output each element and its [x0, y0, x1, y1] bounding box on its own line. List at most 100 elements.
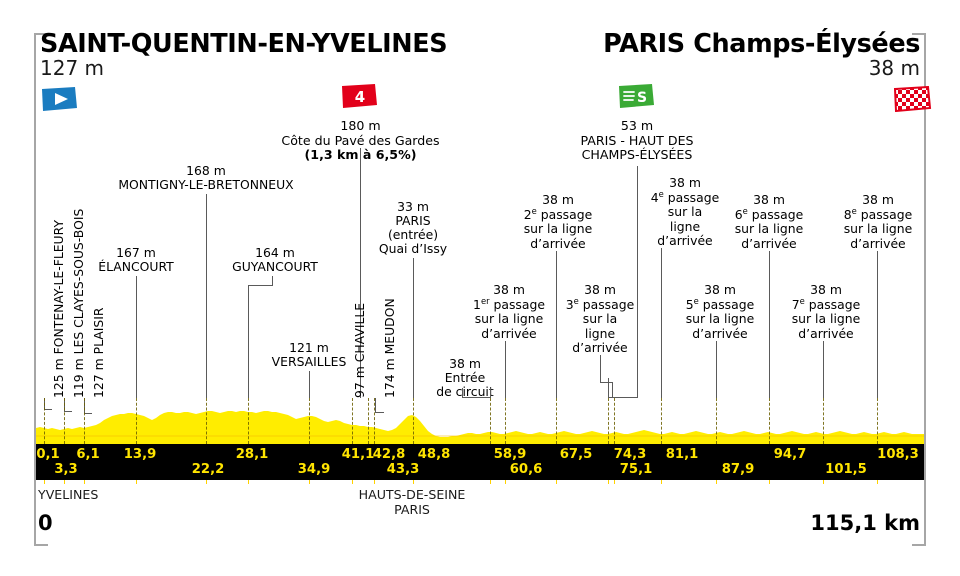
leader-elancourt: [136, 276, 137, 398]
label-les-clayes-sous-bois: 119 m LES CLAYES-SOUS-BOIS: [71, 208, 86, 398]
department-hauts-de-seine: HAUTS-DE-SEINE PARIS: [348, 487, 476, 517]
bottom-tick: [608, 480, 610, 484]
leader-versailles: [309, 371, 310, 398]
vdash-22-2: [206, 398, 207, 444]
leader-circuit-h: [462, 397, 490, 398]
km-marker: 6,1: [76, 447, 100, 462]
bottom-tick: [556, 480, 558, 484]
leader-passage-3-v: [600, 355, 601, 383]
label-passage-5: 38 m 5e passage sur la ligne d’arrivée: [672, 282, 768, 341]
vdash-34-9: [309, 398, 310, 444]
passage-4-altitude: 38 m: [669, 175, 701, 190]
km-marker: 75,1: [619, 462, 653, 477]
paris-entree-name: PARIS: [395, 213, 431, 229]
leader-clayes-h: [64, 411, 72, 412]
leader-passage-5: [716, 341, 717, 398]
km-marker: 67,5: [559, 447, 593, 462]
climb-altitude: 180 m: [340, 118, 381, 133]
passage-3-l5: d’arrivée: [572, 339, 628, 355]
leader-sprint-foot: [608, 397, 638, 398]
km-marker: 3,3: [54, 462, 78, 477]
bottom-tick: [769, 480, 771, 484]
entree-circuit-l3: de circuit: [436, 384, 494, 400]
label-passage-4: 38 m 4e passage sur la ligne d’arrivée: [644, 175, 726, 248]
sprint-name-line1: PARIS - HAUT DES: [580, 132, 694, 148]
bottom-tick-row: [36, 480, 924, 484]
leader-passage-2: [556, 251, 557, 398]
sprint-name-line2: CHAMPS-ÉLYSÉES: [581, 147, 693, 163]
vdash-87-9: [716, 398, 717, 444]
km-marker: 13,9: [123, 447, 157, 462]
passage-1-altitude: 38 m: [493, 282, 525, 297]
bottom-tick: [64, 480, 66, 484]
versailles-name: VERSAILLES: [271, 354, 347, 370]
montigny-name: MONTIGNY-LE-BRETONNEUX: [118, 177, 294, 193]
passage-8-l4: d’arrivée: [850, 235, 906, 251]
passage-8-altitude: 38 m: [862, 192, 894, 207]
paris-entree-altitude: 33 m: [397, 199, 429, 214]
total-distance-value: 115,1 km: [810, 511, 920, 535]
paris-entree-quai: Quai d’Issy: [378, 241, 448, 257]
bottom-tick: [823, 480, 825, 484]
bottom-tick: [248, 480, 250, 484]
km-marker: 74,3: [613, 447, 647, 462]
passage-1-ordinal: 1er passage: [473, 296, 545, 313]
bottom-tick: [661, 480, 663, 484]
dept-line1: HAUTS-DE-SEINE: [358, 487, 466, 502]
bottom-tick: [352, 480, 354, 484]
passage-5-ordinal: 5e passage: [685, 296, 755, 313]
dept-line2: PARIS: [394, 502, 430, 518]
passage-7-l4: d’arrivée: [798, 325, 854, 341]
km-marker: 58,9: [493, 447, 527, 462]
passage-2-l3: sur la ligne: [523, 221, 593, 237]
leader-guyancourt-v2: [248, 285, 249, 398]
km-marker: 48,8: [417, 447, 451, 462]
km-marker: 34,9: [297, 462, 331, 477]
guyancourt-name: GUYANCOURT: [232, 259, 318, 275]
km-marker: 94,7: [773, 447, 807, 462]
vdash-48-8: [413, 398, 414, 444]
bottom-tick: [614, 480, 616, 484]
passage-8-ordinal: 8e passage: [843, 206, 913, 223]
label-paris-entree: 33 m PARIS (entrée) Quai d’Issy: [372, 199, 454, 257]
label-passage-7: 38 m 7e passage sur la ligne d’arrivée: [778, 282, 874, 341]
vdash-108-3: [877, 398, 878, 444]
leader-passage-6: [769, 251, 770, 398]
leader-plaisir-h: [84, 413, 92, 414]
passage-3-ordinal: 3e passage: [565, 296, 635, 313]
passage-2-altitude: 38 m: [542, 192, 574, 207]
leader-passage-8: [877, 251, 878, 398]
label-montigny-le-bretonneux: 168 m MONTIGNY-LE-BRETONNEUX: [100, 163, 312, 193]
elevation-profile: [36, 398, 924, 444]
versailles-altitude: 121 m: [289, 340, 329, 355]
leader-sprint-drop: [608, 378, 609, 398]
finish-city-name: PARIS Champs-Élysées: [603, 29, 920, 59]
passage-5-l3: sur la ligne: [685, 311, 755, 327]
bottom-tick: [309, 480, 311, 484]
elevation-area: [36, 411, 924, 444]
vdash-94-7: [769, 398, 770, 444]
passage-4-l4: ligne: [669, 218, 701, 234]
passage-6-ordinal: 6e passage: [734, 206, 804, 223]
label-plaisir: 127 m PLAISIR: [91, 307, 106, 398]
poi-caption-sprint: 53 m PARIS - HAUT DES CHAMPS-ÉLYSÉES: [562, 118, 712, 163]
vdash-43-3: [374, 398, 375, 444]
km-marker: 0,1: [36, 447, 60, 462]
passage-8-l3: sur la ligne: [843, 221, 913, 237]
leader-circuit-v2: [490, 388, 491, 398]
vdash-41-1: [352, 398, 353, 444]
vdash-58-9: [490, 398, 491, 444]
montigny-altitude: 168 m: [186, 163, 226, 178]
passage-1-l4: d’arrivée: [481, 325, 537, 341]
leader-passage-1: [505, 341, 506, 398]
leader-passage-7: [823, 341, 824, 398]
finish-city-altitude: 38 m: [868, 55, 920, 80]
vdash-0-1: [44, 398, 45, 444]
vdash-75-1: [614, 398, 615, 444]
bottom-tick: [490, 480, 492, 484]
vdash-67-5: [556, 398, 557, 444]
vdash-101-5: [823, 398, 824, 444]
passage-3-l3: sur la: [582, 311, 618, 327]
svg-text:4: 4: [355, 88, 365, 106]
km-marker: 28,1: [235, 447, 269, 462]
